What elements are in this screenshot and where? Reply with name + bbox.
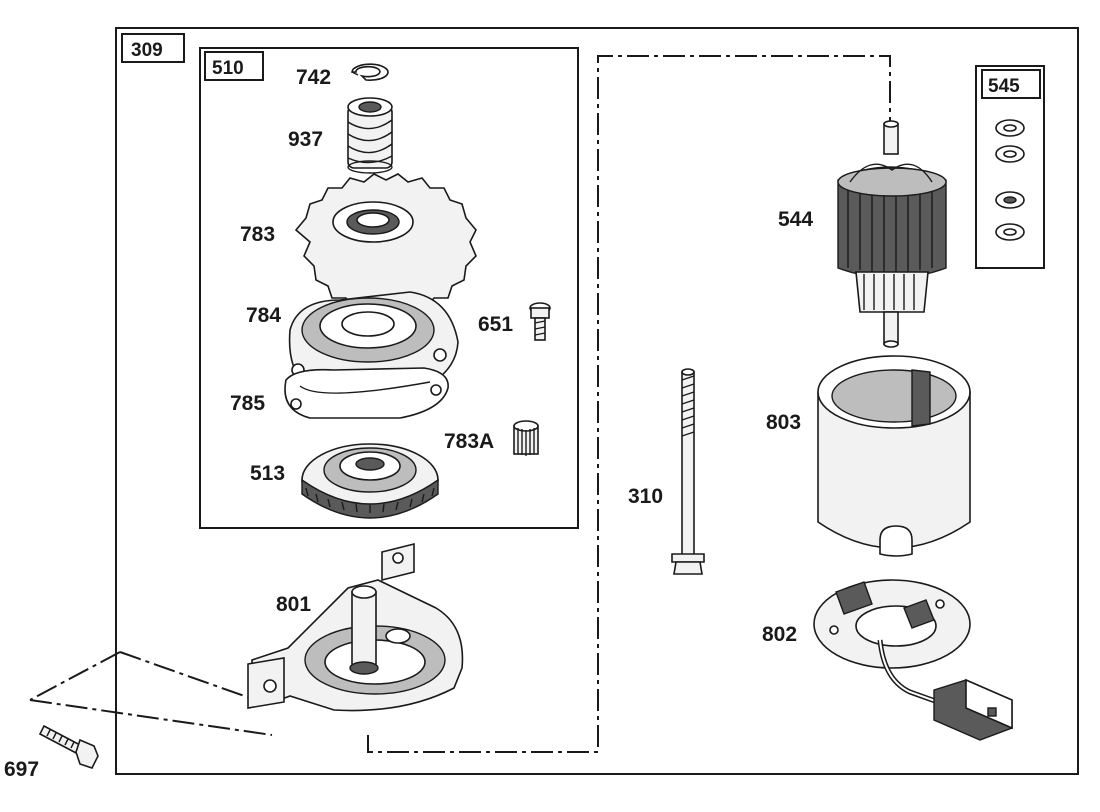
ring-gear-513-drawing (301, 443, 439, 519)
bolt-697-drawing (38, 724, 99, 769)
assembly-545-label: 545 (988, 76, 1020, 97)
part-310-label: 310 (628, 485, 663, 508)
part-784-label: 784 (246, 304, 281, 327)
gasket-785-drawing (284, 367, 449, 419)
part-801-label: 801 (276, 593, 311, 616)
retaining-ring-742-drawing (351, 63, 389, 81)
part-651-label: 651 (478, 313, 513, 336)
part-783-label: 783 (240, 223, 275, 246)
armature-544-drawing (837, 120, 947, 348)
part-802-label: 802 (762, 623, 797, 646)
assembly-309-frame: 309 (115, 27, 1079, 775)
part-544-label: 544 (778, 208, 813, 231)
motor-housing-803-drawing (817, 355, 971, 557)
through-bolt-310-drawing (671, 368, 705, 575)
assembly-309-label: 309 (131, 40, 163, 61)
assembly-510-frame: 510 (199, 47, 579, 529)
small-gear-783a-drawing (513, 420, 539, 456)
assembly-leader-lines (29, 55, 891, 753)
part-697-label: 697 (4, 758, 39, 781)
part-937-label: 937 (288, 128, 323, 151)
assembly-545-frame: 545 (975, 65, 1045, 269)
pinion-gear-783-drawing (294, 173, 477, 313)
part-513-label: 513 (250, 462, 285, 485)
part-803-label: 803 (766, 411, 801, 434)
drive-end-cap-801-drawing (247, 542, 464, 712)
washer-kit-545-drawing (995, 119, 1025, 241)
assembly-510-label: 510 (212, 58, 244, 79)
part-785-label: 785 (230, 392, 265, 415)
part-742-label: 742 (296, 66, 331, 89)
helix-937-drawing (347, 97, 393, 174)
screw-651-drawing (529, 302, 551, 341)
part-783a-label: 783A (444, 430, 494, 453)
brush-holder-802-drawing (813, 579, 1013, 741)
